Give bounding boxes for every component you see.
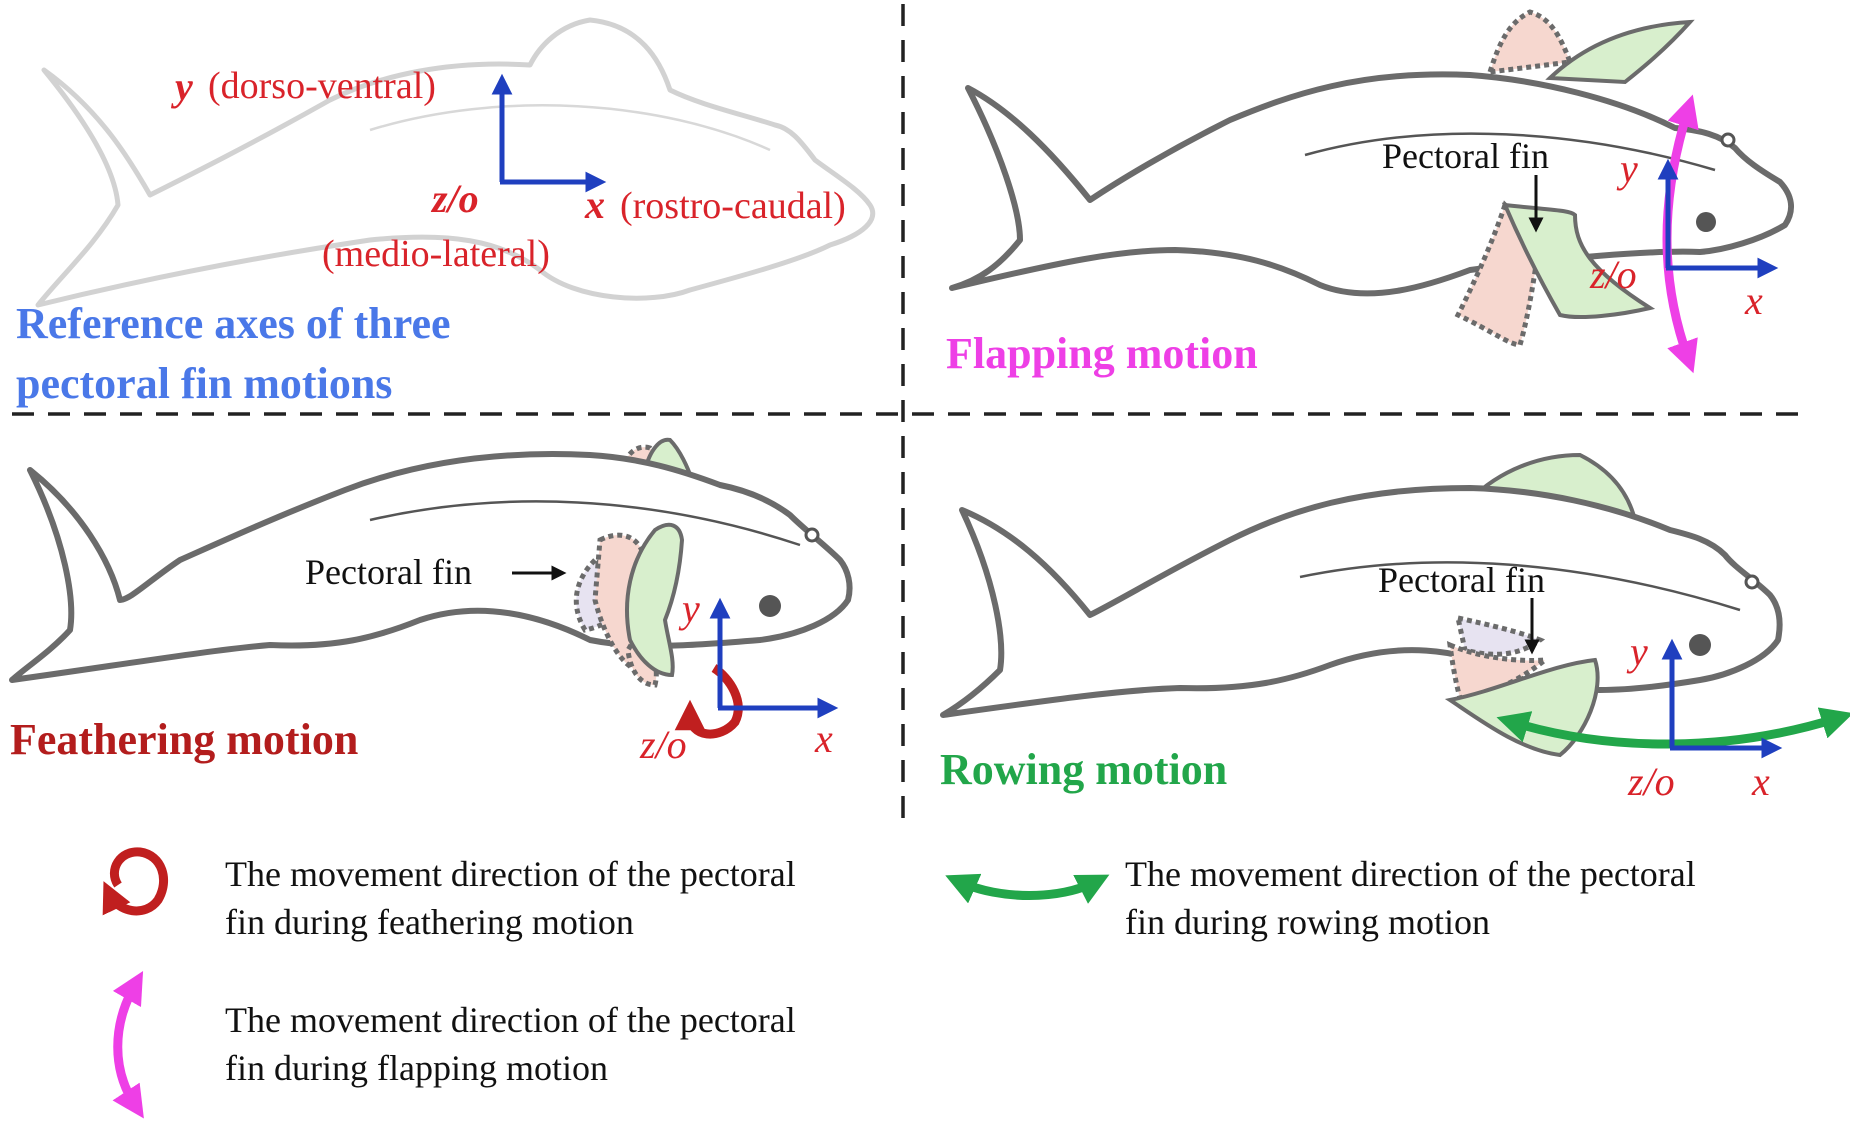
rowing-fin-label: Pectoral fin	[1378, 560, 1545, 600]
feathering-arrow-icon	[674, 664, 743, 739]
legend-flapping-arrow-icon	[112, 970, 144, 1119]
ref-axis-y-desc: (dorso-ventral)	[208, 65, 436, 107]
pectoral-fin-icon	[573, 522, 685, 688]
flapping-axis-y-label: y	[1616, 146, 1638, 191]
legend-flapping-line1: The movement direction of the pectoral	[225, 1000, 796, 1040]
legend: The movement direction of the pectoral f…	[102, 847, 1696, 1119]
ref-axis-x-desc: (rostro-caudal)	[620, 185, 846, 227]
legend-feathering-line1: The movement direction of the pectoral	[225, 854, 796, 894]
panel-feathering: Pectoral fin y z/o x Feathering motion	[9, 437, 853, 767]
fish-outline-icon	[949, 71, 1794, 297]
feathering-fin-label: Pectoral fin	[305, 552, 472, 592]
ref-title-line2: pectoral fin motions	[16, 359, 392, 408]
pectoral-fin-icon	[1454, 200, 1656, 348]
flapping-title: Flapping motion	[946, 329, 1258, 378]
panel-rowing: Pectoral fin y z/o x Rowing motion	[940, 452, 1850, 804]
legend-feathering-arrow-icon	[102, 847, 169, 916]
ref-title-line1: Reference axes of three	[16, 299, 451, 348]
feathering-axis-z-label: z/o	[639, 722, 687, 767]
rowing-axis-z-label: z/o	[1627, 759, 1675, 804]
ref-axis-x-label: x	[584, 182, 605, 227]
flapping-fin-label: Pectoral fin	[1382, 136, 1549, 176]
panel-flapping: Pectoral fin y z/o x Flapping motion	[946, 9, 1794, 378]
feathering-title: Feathering motion	[10, 715, 358, 764]
legend-rowing-line1: The movement direction of the pectoral	[1125, 854, 1696, 894]
rowing-axis-x-label: x	[1751, 759, 1770, 804]
feathering-axis-y-label: y	[678, 586, 700, 631]
ref-axis-y-label: y	[171, 64, 193, 109]
panel-reference: y (dorso-ventral) z/o (medio-lateral) x …	[16, 17, 876, 408]
ref-axis-z-desc: (medio-lateral)	[322, 233, 550, 275]
legend-rowing-line2: fin during rowing motion	[1125, 902, 1490, 942]
ref-axis-z-label: z/o	[430, 176, 479, 221]
rowing-axis-y-label: y	[1626, 629, 1648, 674]
fish-outline-icon	[35, 17, 876, 308]
legend-flapping-line2: fin during flapping motion	[225, 1048, 608, 1088]
legend-rowing-arrow-icon	[945, 873, 1110, 904]
flapping-axis-z-label: z/o	[1589, 252, 1637, 297]
fish-outline-icon	[940, 485, 1783, 718]
flapping-axis-x-label: x	[1744, 278, 1763, 323]
rowing-title: Rowing motion	[940, 745, 1227, 794]
feathering-axis-x-label: x	[814, 716, 833, 761]
legend-feathering-line2: fin during feathering motion	[225, 902, 634, 942]
